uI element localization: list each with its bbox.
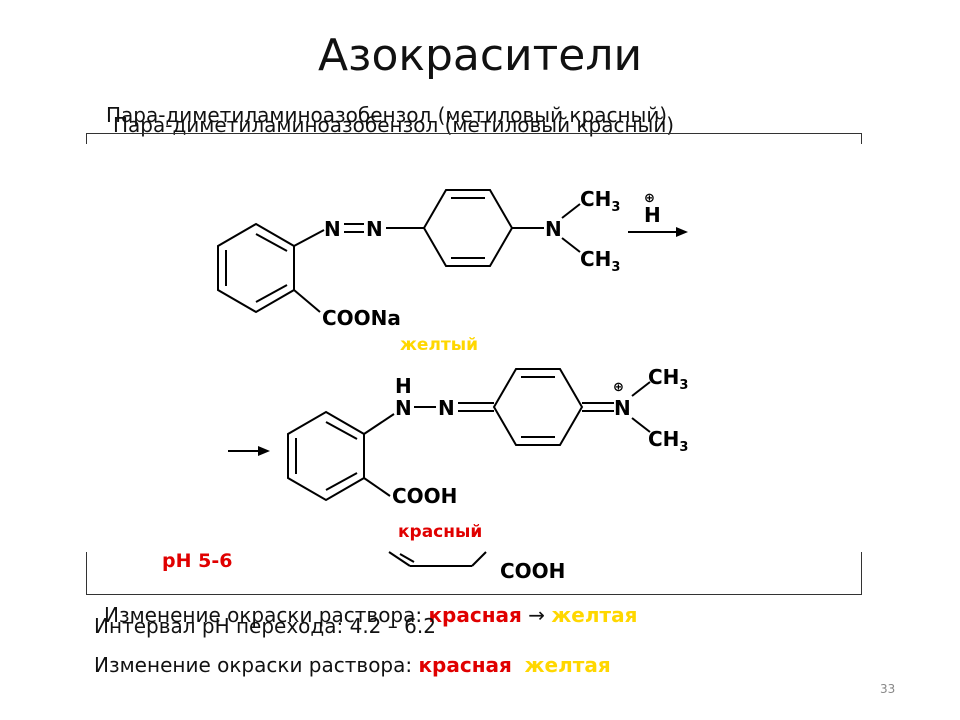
transition-interval-line: Интервал pH перехода: 4.2 – 6.2: [94, 614, 436, 638]
slide-title: Азокрасители: [317, 30, 643, 81]
proton-charge-icon: ⊕: [644, 191, 655, 206]
iminium-charge-icon: ⊕: [613, 380, 624, 395]
cooh-label: COOH: [392, 484, 457, 508]
azo-n1-label: N: [324, 217, 341, 241]
azo-nh-label: N: [395, 396, 412, 420]
iminium-n-label: N: [614, 396, 631, 420]
yellow-word: желтая: [524, 653, 611, 677]
overlay-yellow-word: желтая: [551, 603, 638, 627]
ph-label: pH 5-6: [162, 550, 232, 572]
red-word: красная: [418, 653, 512, 677]
proton-label: H: [644, 203, 661, 227]
overlay-red-word: красная: [428, 603, 522, 627]
red-color-label: красный: [398, 522, 482, 542]
hidden-cooh-label: COOH: [500, 559, 565, 583]
continuation-arrow: [228, 446, 270, 456]
scheme-frame-bottom: [86, 552, 862, 595]
azo-n2-label: N: [366, 217, 383, 241]
color-change-line: Изменение окраски раствора: красная желт…: [94, 653, 611, 677]
ch3-lower-label-red: CH3: [648, 427, 688, 455]
nh-h-label: H: [395, 374, 412, 398]
subtitle-shadow: Пара-диметиламиноазобензол (метиловый кр…: [106, 103, 668, 127]
page-number: 33: [880, 682, 896, 696]
azo-n2-label-red: N: [438, 396, 455, 420]
coona-label: COONa: [322, 306, 401, 330]
ch3-upper-label-red: CH3: [648, 365, 688, 393]
ch3-upper-label: CH3: [580, 187, 620, 215]
hidden-structure: COOH pH 5-6: [162, 550, 565, 583]
yellow-color-label: желтый: [400, 335, 478, 355]
yellow-form-structure: N N N CH3 CH3 COONa желтый: [217, 187, 620, 355]
ch3-lower-label: CH3: [580, 247, 620, 275]
amine-n-label: N: [545, 217, 562, 241]
scheme-frame-top: [86, 133, 862, 144]
color-change-line-overlay: Изменение окраски раствора: красная → же…: [104, 603, 638, 627]
protonation-arrow: ⊕ H: [628, 191, 688, 237]
red-form-structure: H N N ⊕ N CH3 CH3 COOH красный: [287, 365, 688, 542]
